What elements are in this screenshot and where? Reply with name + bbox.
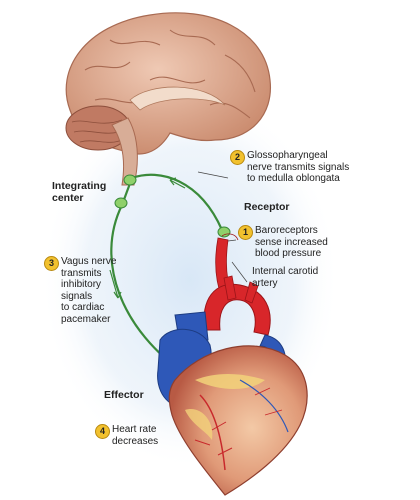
step-2-callout: 2 Glossopharyngeal nerve transmits signa…: [230, 150, 349, 185]
step-number-badge: 2: [230, 150, 245, 165]
step-number-badge: 3: [44, 256, 59, 271]
effector-label: Effector: [104, 389, 144, 401]
brain: [65, 12, 272, 186]
step-number-badge: 1: [238, 225, 253, 240]
integrating-center-label: Integrating center: [52, 180, 107, 204]
signal-arrows: [109, 177, 186, 299]
step-1-callout: 1 Baroreceptors sense increased blood pr…: [238, 225, 328, 260]
medulla-node: [123, 174, 137, 186]
internal-carotid-label: Internal carotid artery: [252, 266, 319, 289]
receptor-node: [217, 226, 231, 238]
step-number-badge: 4: [95, 424, 110, 439]
medulla-node-lower: [114, 197, 128, 209]
step-3-callout: 3 Vagus nerve transmits inhibitory signa…: [44, 256, 116, 325]
receptor-label: Receptor: [244, 201, 290, 213]
heart: [157, 275, 308, 496]
leader-lines: [197, 171, 248, 283]
ventricles: [168, 345, 308, 496]
step-4-callout: 4 Heart rate decreases: [95, 424, 158, 447]
